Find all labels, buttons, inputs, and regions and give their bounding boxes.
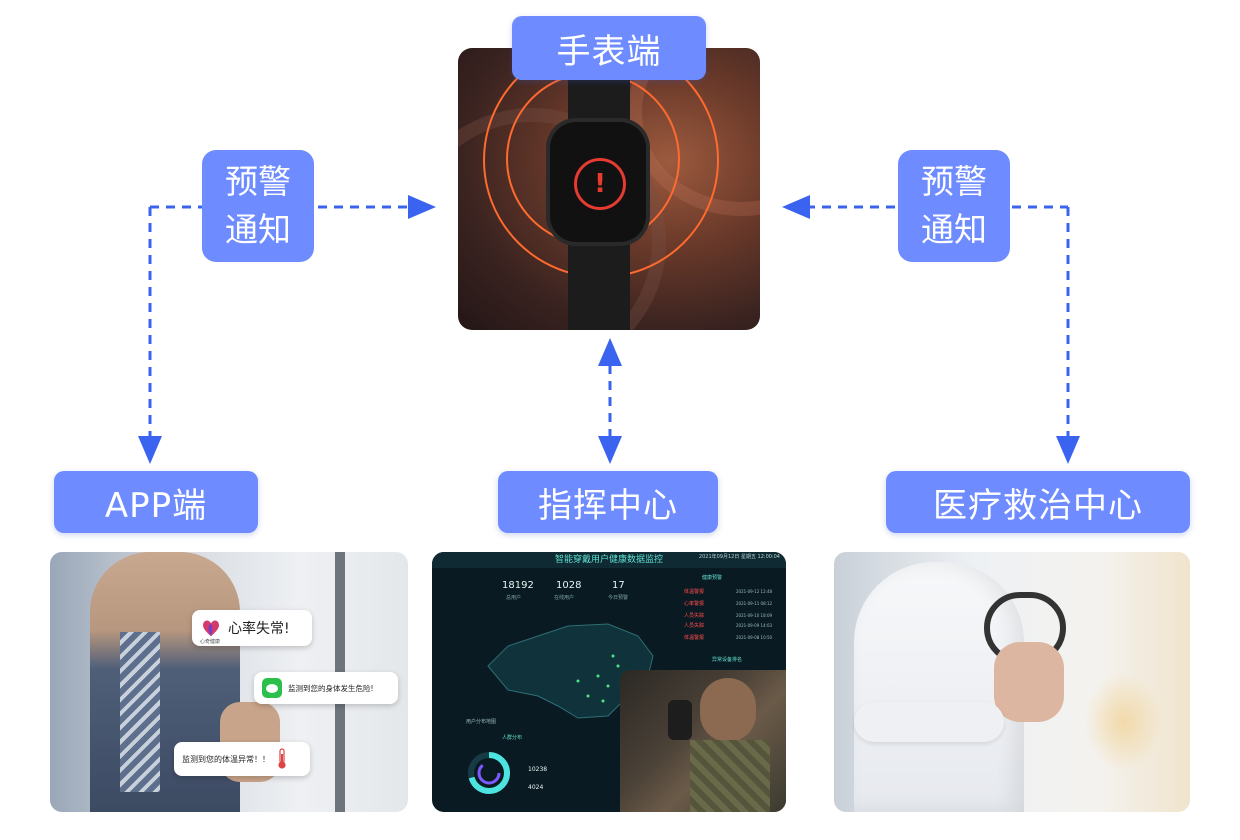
operator-photo — [620, 670, 786, 812]
alert-time: 2021-09-11 08:12 — [736, 601, 773, 606]
alert-time: 2021-09-10 18:09 — [736, 613, 773, 618]
alert-icon: ! — [574, 158, 626, 210]
ranking-title: 异常设备排名 — [712, 657, 743, 663]
stat-warn-value: 17 — [612, 580, 625, 591]
right-notice-line2: 通知 — [921, 210, 987, 249]
wechat-alert-bubble: 监测到您的身体发生危险! — [254, 672, 398, 704]
medical-label-text: 医疗救治中心 — [933, 485, 1143, 526]
left-notice-line1: 预警 — [225, 162, 291, 201]
medical-photo — [834, 552, 1190, 812]
map-legend: 用户分布地图 — [466, 719, 497, 725]
command-label-text: 指挥中心 — [538, 485, 678, 526]
watch-node-label: 手表端 — [512, 16, 706, 80]
arrowhead-to-app — [138, 436, 162, 464]
command-node-label: 指挥中心 — [498, 471, 718, 533]
command-dashboard: 智能穿戴用户健康数据监控 2021年09月12日 星期五 12:00:04 18… — [432, 552, 786, 812]
alerts-list: 体温警报 2021-09-12 12:48 心率警报 2021-09-11 08… — [676, 582, 782, 652]
temperature-alert-bubble: 监测到您的体温异常！！ — [174, 742, 310, 776]
stat-warn-label: 今日预警 — [608, 595, 629, 601]
left-notice-line2: 通知 — [225, 210, 291, 249]
arrowhead-to-medical — [1056, 436, 1080, 464]
stat-online-value: 1028 — [556, 580, 582, 591]
temp-bubble-text: 监测到您的体温异常！！ — [182, 754, 270, 764]
dashboard-title: 智能穿戴用户健康数据监控 — [432, 552, 786, 568]
legend-value-2: 4024 — [528, 784, 544, 791]
wechat-bubble-text: 监测到您的身体发生危险! — [288, 683, 374, 693]
stat-total-value: 18192 — [502, 580, 534, 591]
distribution-title: 人群分布 — [502, 735, 523, 741]
smartwatch: ! — [550, 122, 646, 242]
alert-type: 人员失踪 — [684, 613, 705, 619]
app-label-text: APP端 — [104, 485, 208, 526]
dashboard-datetime: 2021年09月12日 星期五 12:00:04 — [698, 554, 780, 560]
right-notice-label: 预警 通知 — [898, 150, 1010, 262]
heart-alert-bubble: 心率失常! — [192, 610, 312, 646]
watch-label-text: 手表端 — [556, 31, 662, 72]
medical-node-label: 医疗救治中心 — [886, 471, 1190, 533]
distribution-donut — [468, 752, 510, 794]
arrowhead-to-watch-left — [408, 195, 436, 219]
arrowhead-to-watch-right — [782, 195, 810, 219]
watch-photo: ! — [458, 48, 760, 330]
heart-bubble-text: 心率失常! — [228, 621, 290, 637]
app-photo: 心率失常! 心奇健康 监测到您的身体发生危险! 监测到您的体温异常！！ — [50, 552, 408, 812]
brand-caption: 心奇健康 — [200, 639, 221, 645]
app-node-label: APP端 — [54, 471, 258, 533]
stat-online-label: 在线用户 — [554, 595, 575, 601]
alert-type: 体温警报 — [684, 635, 705, 641]
left-notice-label: 预警 通知 — [202, 150, 314, 262]
legend-value-1: 10238 — [528, 766, 548, 773]
arrowhead-to-watch-middle — [598, 338, 622, 366]
arrowhead-to-command — [598, 436, 622, 464]
alert-time: 2021-09-09 14:03 — [736, 623, 773, 628]
thermometer-icon — [278, 748, 286, 769]
alert-type: 人员失踪 — [684, 623, 705, 629]
alert-time: 2021-09-12 12:48 — [736, 589, 773, 594]
alert-type: 体温警报 — [684, 589, 705, 595]
heart-app-icon — [203, 620, 219, 637]
wechat-icon — [262, 678, 282, 698]
alerts-title: 健康预警 — [702, 575, 723, 581]
alert-time: 2021-09-08 10:50 — [736, 635, 773, 640]
alert-type: 心率警报 — [684, 601, 705, 607]
right-notice-line1: 预警 — [921, 162, 987, 201]
stat-total-label: 总用户 — [506, 595, 522, 601]
